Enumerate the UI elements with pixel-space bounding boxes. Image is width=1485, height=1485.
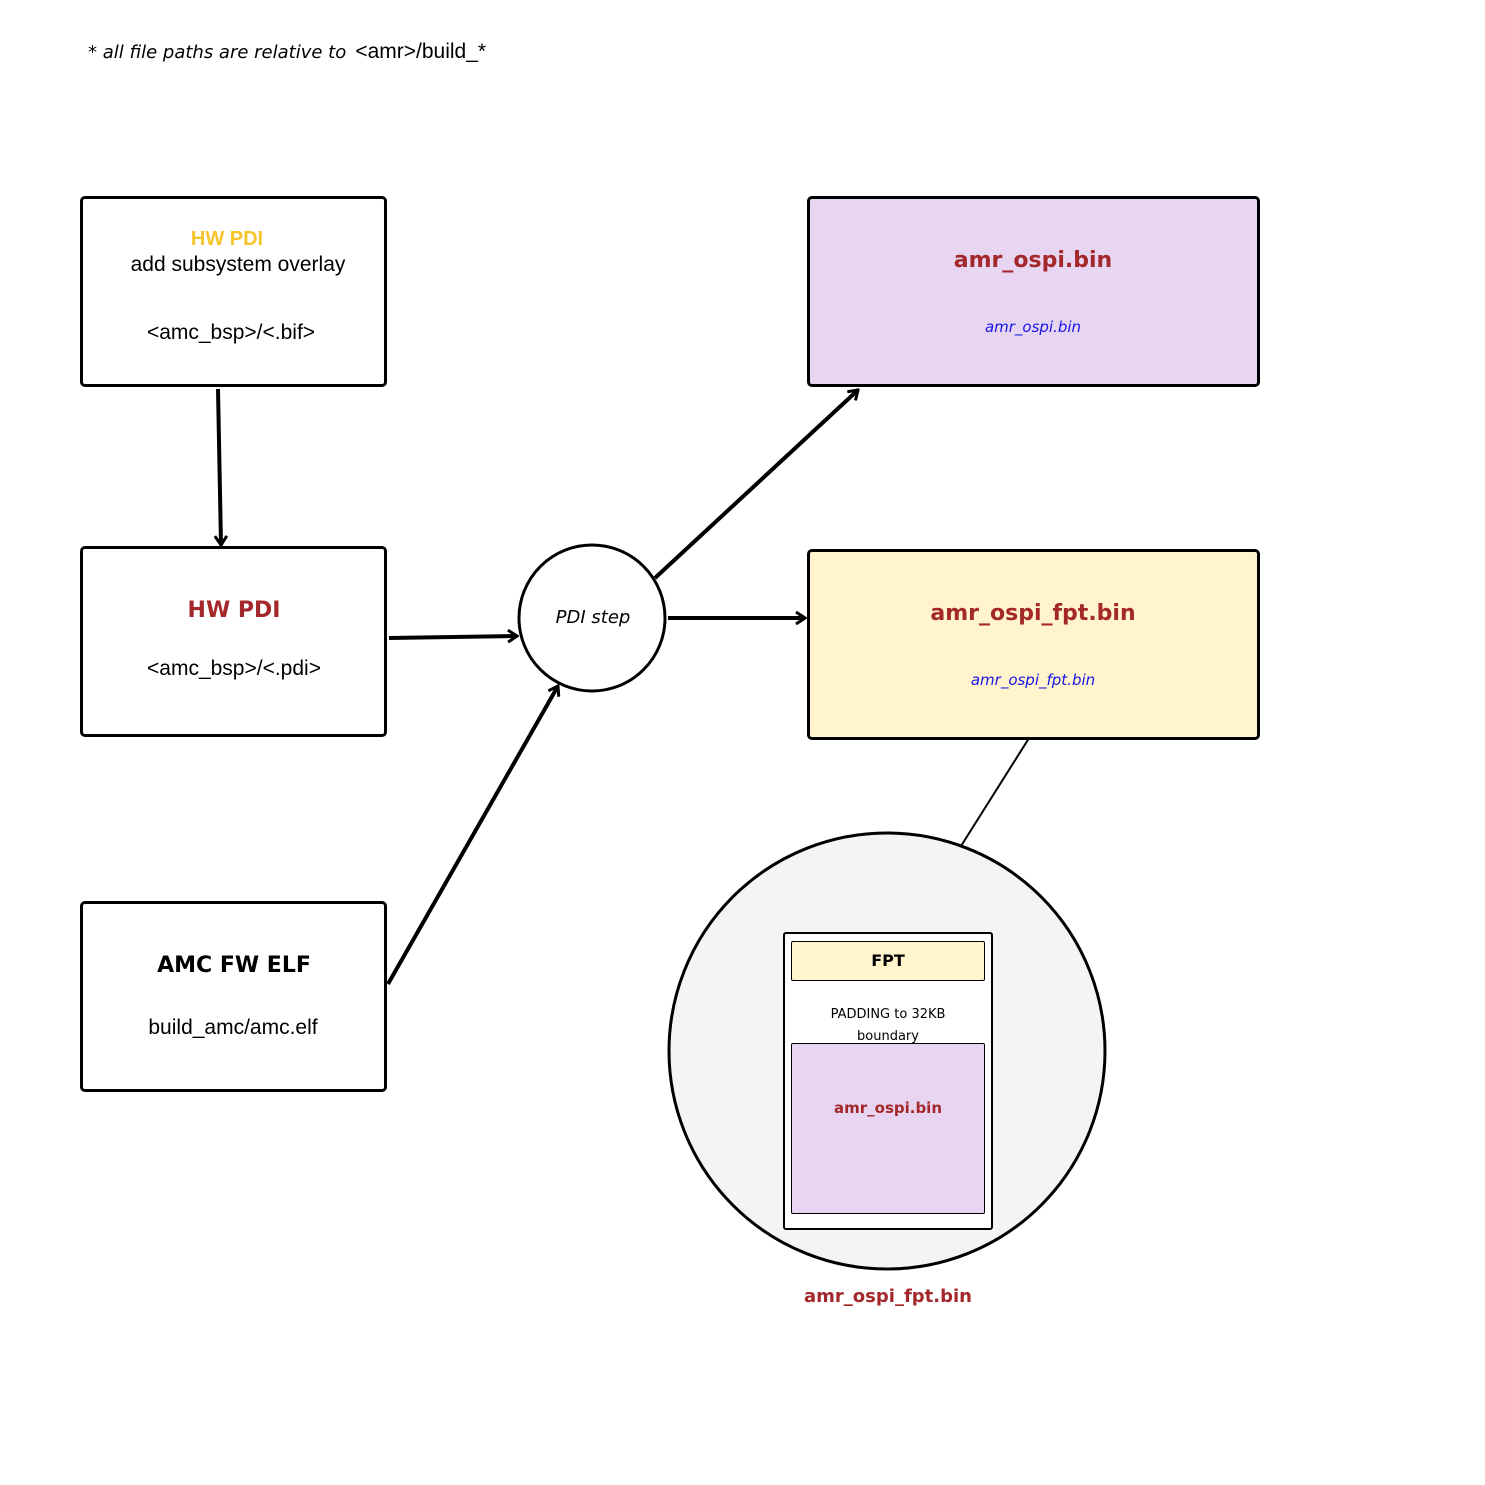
hw-pdi-box: [80, 546, 387, 737]
hw-pdi-bif-box: [80, 196, 387, 387]
pdi-step-label: PDI step: [555, 607, 631, 628]
hw-pdi-bif-subtitle: add subsystem overlay: [130, 253, 346, 276]
hw-pdi-path: <amc_bsp>/<.pdi>: [147, 657, 321, 680]
ospi-payload-block: [791, 1043, 985, 1214]
padding-label-line1: PADDING to 32KB: [830, 1007, 946, 1022]
amr-ospi-fpt-bin-link[interactable]: amr_ospi_fpt.bin: [970, 671, 1096, 689]
hw-pdi-title: HW PDI: [187, 598, 281, 623]
path-note: * all file paths are relative to <amr>/b…: [88, 40, 486, 64]
amc-fw-elf-title: AMC FW ELF: [157, 953, 311, 978]
amr-ospi-fpt-bin-title: amr_ospi_fpt.bin: [930, 601, 1136, 626]
arrow-elf-to-step: [386, 686, 558, 985]
padding-label-line2: boundary: [857, 1029, 919, 1044]
hw-pdi-bif-path: <amc_bsp>/<.bif>: [146, 321, 316, 344]
pdi-step-circle: [517, 543, 667, 693]
callout-line: [960, 734, 1032, 847]
amr-ospi-bin-link[interactable]: amr_ospi.bin: [984, 318, 1082, 336]
amr-ospi-fpt-bin-box: [807, 549, 1260, 740]
amc-fw-elf-path: build_amc/amc.elf: [148, 1016, 318, 1039]
amr-ospi-bin-title: amr_ospi.bin: [953, 248, 1113, 273]
amr-ospi-bin-box: [807, 196, 1260, 387]
amc-fw-elf-box: [80, 901, 387, 1092]
hw-pdi-bif-title: HW PDI: [190, 228, 264, 250]
path-note-path: <amr>/build_*: [355, 40, 487, 63]
arrow-step-to-ospi: [653, 390, 858, 580]
ospi-payload-label: amr_ospi.bin: [833, 1099, 943, 1117]
detail-caption: amr_ospi_fpt.bin: [804, 1286, 972, 1307]
fpt-header-block: [791, 941, 985, 981]
arrow-pdi-to-step: [388, 636, 517, 638]
path-note-prefix: * all file paths are relative to: [88, 42, 347, 63]
arrow-bif-to-pdi: [218, 388, 221, 545]
fpt-header-label: FPT: [871, 951, 905, 970]
